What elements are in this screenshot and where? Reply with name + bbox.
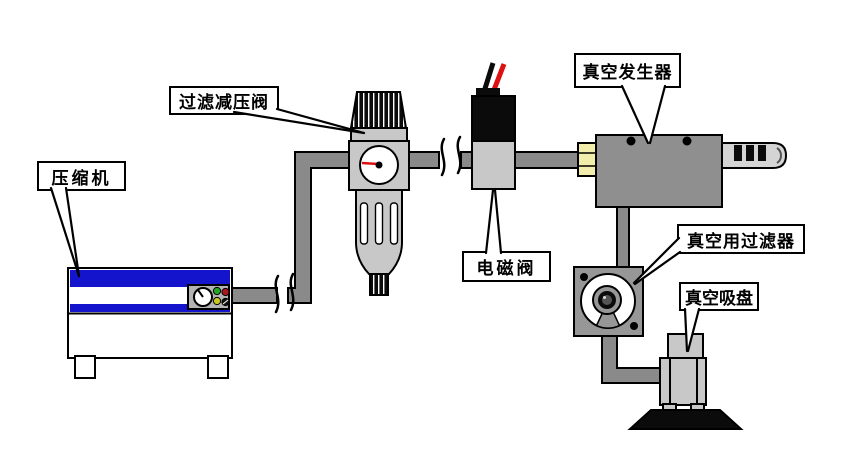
compressor-blue-band <box>70 270 230 287</box>
filter-regulator <box>348 91 410 296</box>
suction-cup <box>627 333 744 430</box>
tail-edge <box>683 307 689 353</box>
label-boxes <box>37 53 805 311</box>
pipe-filter-to-suction <box>601 334 662 384</box>
green-button <box>212 286 222 296</box>
solenoid-valve <box>471 62 516 190</box>
pipe-riser-to-regulator <box>287 151 350 304</box>
break-curve <box>440 137 446 177</box>
regulator-knob <box>349 91 408 129</box>
valve-connector <box>476 88 500 97</box>
tail-vacuum-generator <box>621 85 666 144</box>
pipe-regulator-out <box>408 151 440 169</box>
bowl-slot <box>359 202 369 245</box>
generator-port-dot <box>682 136 692 146</box>
break-curve <box>289 272 295 312</box>
compressor-foot-left <box>74 355 96 379</box>
tail-edge <box>632 236 681 285</box>
gauge-needle <box>197 289 204 298</box>
generator-port-dot <box>626 136 636 146</box>
muffler-slot <box>758 145 766 161</box>
yellow-button <box>212 296 222 306</box>
suction-cup-cone <box>627 409 744 430</box>
pipe-generator-down <box>616 206 630 269</box>
valve-coil <box>471 95 516 142</box>
bowl-slot <box>374 202 384 245</box>
label-box-solenoid-valve <box>462 251 551 282</box>
muffler-slot <box>734 145 742 161</box>
break-curve <box>274 274 280 314</box>
pipe-break-1 <box>274 272 295 314</box>
bowl-slot <box>389 202 399 245</box>
tail-edge <box>493 188 503 255</box>
muffler-slot <box>746 145 754 161</box>
valve-body <box>471 140 516 190</box>
generator-body <box>595 134 723 208</box>
label-box-vacuum-filter <box>677 224 805 254</box>
tail-edge <box>232 110 366 135</box>
pipe-break-2 <box>440 135 462 177</box>
tail-edge <box>633 250 682 286</box>
tail-edge <box>64 186 81 278</box>
tail-edge <box>648 84 667 145</box>
compressor <box>67 267 233 379</box>
suction-body <box>659 357 707 406</box>
vacuum-generator <box>577 134 788 208</box>
pipe-valve-to-generator <box>513 151 581 169</box>
bowl-drain <box>369 273 389 296</box>
filter-screw-dot <box>630 322 638 330</box>
pipe-compressor-out <box>229 287 278 304</box>
tail-edge <box>49 186 81 278</box>
callout-tails <box>49 84 701 353</box>
tail-solenoid-valve <box>485 189 502 254</box>
regulator-plate <box>350 127 408 142</box>
label-box-vacuum-generator <box>574 53 681 88</box>
switch-mark <box>222 299 229 305</box>
label-box-compressor <box>37 161 126 191</box>
regulator-gauge-needle <box>361 161 379 166</box>
tail-edge <box>620 84 650 145</box>
vacuum-filter <box>573 266 644 337</box>
filter-screw-dot <box>580 273 588 281</box>
compressor-blue-stripe <box>70 304 230 312</box>
tail-edge <box>686 307 701 353</box>
compressor-panel <box>187 284 230 310</box>
label-box-suction-cup <box>679 282 759 311</box>
tail-edge <box>484 188 495 255</box>
label-box-filter-regulator <box>169 86 279 115</box>
compressor-foot-right <box>207 355 229 379</box>
regulator-gauge-hub <box>375 161 383 169</box>
filter-hub-highlight <box>603 296 606 299</box>
red-button <box>221 287 230 297</box>
muffler-endcap <box>776 147 783 164</box>
tail-edge <box>275 107 366 135</box>
break-curve <box>456 135 462 175</box>
inlet-fitting <box>577 142 598 177</box>
